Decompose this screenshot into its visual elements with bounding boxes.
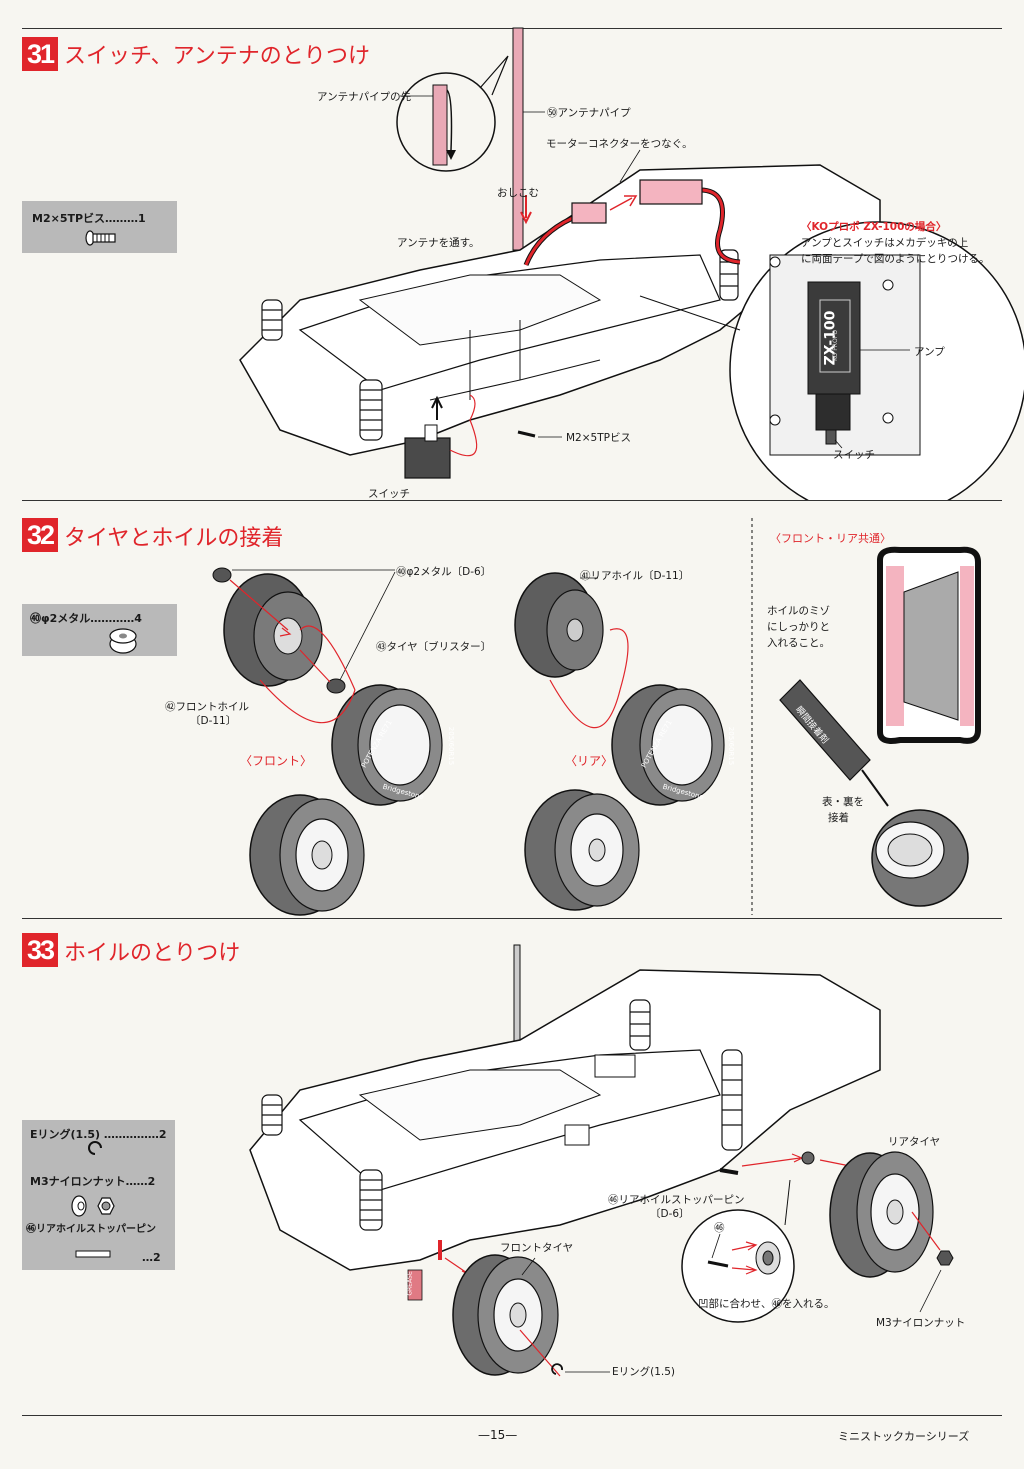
part-row: ㊵φ2メタル…………4 <box>30 612 142 625</box>
part-row: M3ナイロンナット……2 <box>30 1175 156 1188</box>
antenna-detail-circle <box>396 72 496 172</box>
part-name: M2×5TPビス <box>32 212 106 225</box>
glue-bottle <box>779 679 889 807</box>
step-32-title: タイヤとホイルの接着 <box>64 526 284 551</box>
section-divider-2 <box>22 918 1002 919</box>
part-row: Eリング(1.5) ……………2 <box>30 1128 167 1141</box>
top-rule <box>22 28 1002 29</box>
section-33-illustration <box>249 944 954 1377</box>
label-stopper-pin-code: 〔D-6〕 <box>650 1208 690 1220</box>
label-tire: ㊸タイヤ〔ブリスター〕 <box>376 641 492 653</box>
label-rear: 〈リア〉 <box>565 754 614 768</box>
label-rear-wheel: ㊶リアホイル〔D-11〕 <box>580 570 690 582</box>
part-qty: 2 <box>147 1175 156 1188</box>
e-ring-icon <box>88 1141 102 1155</box>
label-nylon-nut: M3ナイロンナット <box>876 1317 966 1329</box>
tire-cross-section <box>877 546 981 744</box>
rear-tire-install <box>829 1151 934 1278</box>
metal-bushing-icon <box>109 628 137 654</box>
bottom-rule <box>22 1415 1002 1416</box>
motor-connector-male <box>571 202 607 224</box>
part-qty-row: …2 <box>142 1251 161 1264</box>
rear-tire <box>611 684 725 806</box>
page-number: —15— <box>478 1428 518 1442</box>
label-e-ring: Eリング(1.5) <box>612 1366 676 1378</box>
part-name: ㊵φ2メタル <box>30 612 91 625</box>
label-rear-tire: リアタイヤ <box>888 1136 941 1148</box>
glue-tire <box>871 809 969 907</box>
label-groove-2: にしっかりと <box>767 621 830 633</box>
part-qty: 2 <box>153 1251 161 1264</box>
label-push-in: おしこむ <box>497 187 539 199</box>
label-ko-text1: アンプとスイッチはメカデッキの上 <box>801 237 969 249</box>
rear-wheel <box>514 572 604 678</box>
label-front-wheel-code: 〔D-11〕 <box>190 715 237 727</box>
section-31-illustration <box>239 27 1024 500</box>
front-tire-assembled <box>249 794 365 916</box>
label-stopper-pin: ㊻リアホイルストッパーピン <box>608 1194 745 1206</box>
label-amp: アンプ <box>914 346 945 358</box>
label-common-title: 〈フロント・リア共通〉 <box>770 532 891 545</box>
front-wheel <box>223 573 323 687</box>
label-switch-ko: スイッチ <box>833 449 875 461</box>
label-pin-num: ㊻ <box>714 1222 725 1234</box>
pin-detail-circle <box>681 1209 795 1323</box>
parts-box-33: Eリング(1.5) ……………2 M3ナイロンナット……2 ㊻リアホイルストッパ… <box>22 1120 175 1270</box>
parts-icons-33 <box>71 1141 115 1258</box>
front-tire-install <box>452 1254 559 1376</box>
label-glue-1: 表・裏を <box>822 796 864 808</box>
grease-tag-text: GREASE <box>406 1271 414 1296</box>
section-32-illustration <box>212 518 981 916</box>
grease-tag <box>407 1269 423 1301</box>
switch-body <box>404 437 451 479</box>
amp-unit <box>807 281 861 395</box>
part-name: M3ナイロンナット <box>30 1175 126 1188</box>
parts-box-31: M2×5TPビス………1 <box>22 201 177 253</box>
step-33-title: ホイルのとりつけ <box>64 941 241 966</box>
part-row: M2×5TPビス………1 <box>32 212 146 225</box>
nylon-nut-icon <box>71 1195 115 1217</box>
label-antenna-tip: アンテナパイプの先 <box>317 91 412 103</box>
label-switch: スイッチ <box>368 488 410 500</box>
label-ko-text2: に両面テープで図のようにとりつける。 <box>801 253 990 265</box>
part-name: ㊻リアホイルストッパーピン <box>26 1224 156 1235</box>
label-groove-3: 入れること。 <box>767 637 830 649</box>
label-motor-connector: モーターコネクターをつなぐ。 <box>546 138 693 150</box>
e-ring <box>551 1363 563 1375</box>
screw-icon <box>85 230 116 246</box>
nylon-nut <box>936 1250 954 1266</box>
parts-box-32: ㊵φ2メタル…………4 <box>22 604 177 656</box>
label-antenna-pipe: ㊿アンテナパイプ <box>547 107 631 119</box>
step-31-title: スイッチ、アンテナのとりつけ <box>64 44 371 69</box>
front-tire <box>331 684 443 806</box>
step-32-number: 32 <box>22 518 58 552</box>
part-row: ㊻リアホイルストッパーピン <box>26 1220 156 1235</box>
rear-tire-assembled <box>524 789 640 911</box>
part-qty: 2 <box>158 1128 167 1141</box>
motor-connector-female <box>639 179 703 205</box>
step-31-number: 31 <box>22 37 58 71</box>
section-divider-1 <box>22 500 1002 501</box>
part-qty: 1 <box>138 212 146 225</box>
label-pass-antenna: アンテナを通す。 <box>397 237 480 249</box>
series-name: ミニストックカーシリーズ <box>838 1430 970 1443</box>
part-qty: 4 <box>134 612 142 625</box>
label-front: 〈フロント〉 <box>240 754 313 768</box>
part-name: Eリング(1.5) <box>30 1128 101 1141</box>
step-33-number: 33 <box>22 933 58 967</box>
label-screw: M2×5TPビス <box>566 432 631 444</box>
label-ko-title: 〈KOプロポ ZX-100の場合〉 <box>801 221 947 233</box>
label-front-wheel: ㊷フロントホイル <box>165 701 249 713</box>
label-glue-2: 接着 <box>828 812 849 824</box>
label-metal: ㊵φ2メタル〔D-6〕 <box>396 566 492 578</box>
label-groove-1: ホイルのミゾ <box>767 605 830 617</box>
label-front-tire: フロントタイヤ <box>500 1242 574 1254</box>
switch-unit <box>815 393 851 431</box>
label-align: 凹部に合わせ、㊻を入れる。 <box>698 1298 835 1310</box>
stopper-pin-icon <box>75 1250 111 1258</box>
